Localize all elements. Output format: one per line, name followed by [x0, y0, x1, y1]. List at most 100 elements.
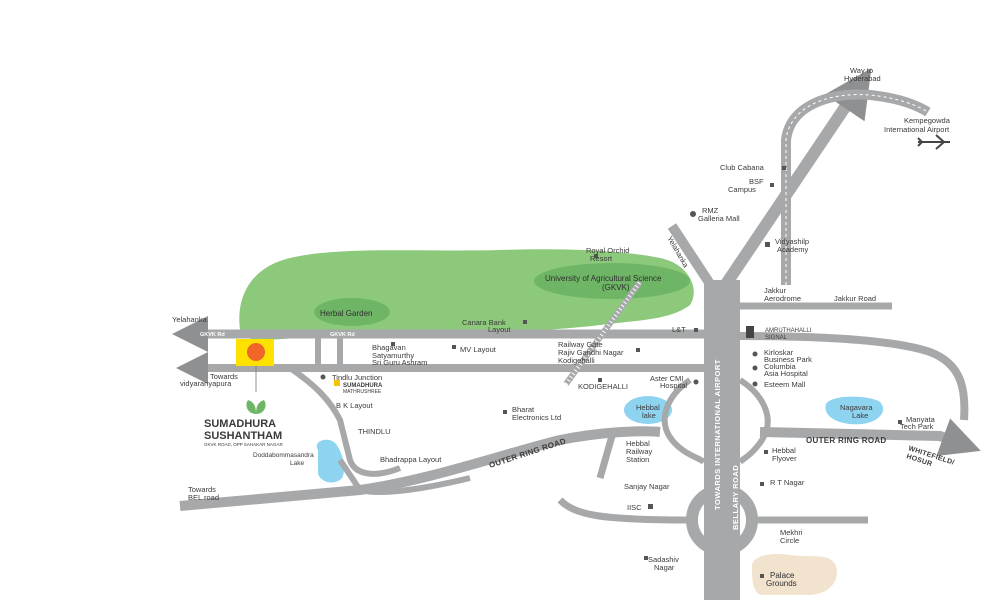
label-sri-guru-ashram: Sri Guru Ashram: [372, 358, 427, 367]
hebbal-interchange-east: [737, 377, 771, 465]
label-herbal-garden: Herbal Garden: [320, 309, 372, 318]
label-towards-airport: TOWARDS INTERNATIONAL AIRPORT: [713, 359, 722, 510]
label-satyamurthy: Satyamurthy: [372, 351, 414, 360]
label-gkvk-rd: GKVK Rd: [200, 332, 225, 338]
rt-nagar-icon: [760, 482, 764, 486]
label-lt: L&T: [672, 325, 686, 334]
label-bk-layout: B K Layout: [336, 401, 374, 410]
label-way-to: Way to: [850, 66, 873, 75]
airplane-icon: [917, 134, 950, 150]
doddabommasandra-lake: [316, 439, 344, 483]
royal-orchid-icon: [594, 254, 598, 258]
railway-line: [563, 280, 643, 386]
label-circle: Circle: [780, 536, 799, 545]
kodigehalli-icon: [598, 378, 602, 382]
label-lake: lake: [642, 411, 656, 420]
label-kirloskar: Kirloskar: [764, 348, 794, 357]
label-jakkur: Jakkur: [764, 286, 787, 295]
yelahanka-fork: [667, 223, 719, 293]
bharat-electronics-icon: [503, 410, 507, 414]
hebbal-railway-road: [596, 435, 616, 479]
label-esteem-mall: Esteem Mall: [764, 380, 806, 389]
outer-ring-road-west: [179, 426, 661, 511]
aster-hospital-icon: [693, 379, 699, 385]
label-railway-gate: Railway Gate: [558, 340, 603, 349]
label-business-park: Business Park: [764, 355, 812, 364]
label-tindlu-junction: Tindlu Junction: [332, 373, 382, 382]
hebbal-interchange-west: [661, 377, 707, 465]
mathrushree-icon: [334, 380, 340, 386]
label-vidyaranyapura: vidyaranyapura: [180, 379, 232, 388]
label-electronics: Electronics Ltd: [512, 413, 561, 422]
label-towards-bel: Towards: [188, 485, 216, 494]
label-rajiv-gandhi: Rajiv Gandhi Nagar: [558, 348, 624, 357]
airport-loop-dash: [785, 94, 929, 285]
label-towards: Towards: [210, 372, 238, 381]
sadashiv-icon: [644, 556, 648, 560]
tindlu-junction-icon: [320, 374, 326, 380]
project-logo: SUMADHURA SUSHANTHAM GKVK ROAD, OPP SAHA…: [204, 400, 283, 447]
kirloskar-icon: [752, 351, 758, 357]
label-aster-hospital: Hospital: [660, 381, 687, 390]
label-grounds: Grounds: [766, 579, 797, 588]
label-bharat: Bharat: [512, 405, 535, 414]
label-outer-ring-road-right: OUTER RING ROAD: [806, 436, 887, 445]
label-palace: Palace: [770, 571, 795, 580]
label-kempegowda: Kempegowda: [904, 116, 951, 125]
palace-grounds-icon: [760, 574, 764, 578]
manyata-icon: [898, 420, 902, 424]
label-nagar: Nagar: [654, 563, 675, 572]
logo-leaf-icon: [246, 400, 256, 414]
label-bel-road: BEL road: [188, 493, 219, 502]
label-tech-park: Tech Park: [900, 422, 934, 431]
label-yelahanka: Yelahanka: [172, 315, 208, 324]
hebbal-lake: [624, 396, 672, 424]
logo-name-2: SUSHANTHAM: [204, 430, 282, 442]
label-sanjay-nagar: Sanjay Nagar: [624, 482, 670, 491]
label-bhagavan: Bhagavan: [372, 343, 406, 352]
label-gkvk: University of Agricultural Science: [545, 274, 662, 283]
label-aerodrome: Aerodrome: [764, 294, 801, 303]
mv-layout-icon: [452, 345, 456, 349]
label-bsf-campus: Campus: [728, 185, 756, 194]
label-canara-layout: Layout: [488, 325, 511, 334]
label-vidyashilp: Vidyashilp: [775, 237, 809, 246]
nagavara-lake: [825, 396, 884, 425]
label-kodigehalli-gate: Kodigehalli: [558, 356, 595, 365]
label-hebbal-lake: Hebbal: [636, 403, 660, 412]
label-jakkur-road: Jakkur Road: [834, 294, 876, 303]
label-amruthahalli: AMRUTHAHALLI: [765, 328, 812, 334]
label-railway: Railway: [626, 447, 653, 456]
herbal-garden-green: [314, 298, 390, 326]
label-canara: Canara Bank: [462, 318, 506, 327]
label-galleria-mall: Galleria Mall: [698, 214, 740, 223]
label-rt-nagar: R T Nagar: [770, 478, 805, 487]
label-asia-hospital: Asia Hospital: [764, 369, 808, 378]
sanjay-nagar-road: [557, 497, 691, 524]
vidyashilp-icon: [765, 242, 770, 247]
label-gkvk-abbr: (GKVK): [602, 283, 630, 292]
palace-grounds: [751, 554, 837, 595]
label-rmz: RMZ: [702, 206, 719, 215]
label-bsf: BSF: [749, 177, 764, 186]
canara-icon: [523, 320, 527, 324]
hebbal-flyover-icon: [764, 450, 768, 454]
logo-name: SUMADHURA: [204, 418, 276, 430]
iisc-icon: [648, 504, 653, 509]
traffic-signal-icon: [746, 326, 754, 338]
label-columbia: Columbia: [764, 362, 797, 371]
rmz-mall-icon: [690, 211, 696, 217]
club-cabana-icon: [782, 166, 786, 170]
label-academy: Academy: [777, 245, 809, 254]
label-hebbal-railway: Hebbal: [626, 439, 650, 448]
label-sumadhura-mathrushree: SUMADHURA: [343, 383, 383, 389]
location-pin-icon: [247, 343, 265, 361]
bk-layout-road: [288, 365, 402, 477]
railway-gate-icon: [636, 348, 640, 352]
lt-icon: [694, 328, 698, 332]
label-iisc: IISC: [627, 503, 642, 512]
label-mv-layout: MV Layout: [460, 345, 497, 354]
label-kodigehalli: KODIGEHALLI: [578, 382, 628, 391]
label-mathrushree: MATHRUSHREE: [343, 389, 382, 395]
